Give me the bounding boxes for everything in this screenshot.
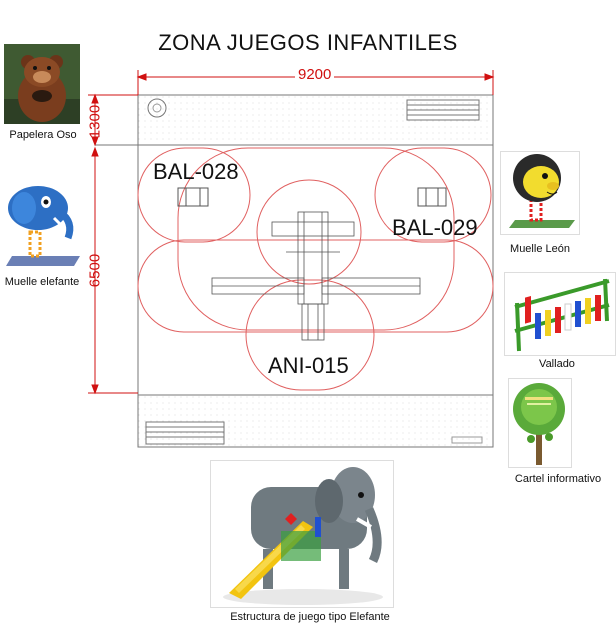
zone-center-outline xyxy=(177,147,455,331)
top-band-dimension-label: 1300 xyxy=(86,104,104,139)
sign-symbol xyxy=(451,436,483,444)
info-sign-icon xyxy=(508,378,572,468)
safety-zones xyxy=(137,147,494,391)
caption-papelera: Papelera Oso xyxy=(9,129,77,141)
zone-code-bal029: BAL-029 xyxy=(392,215,478,240)
caption-muelle-elefante: Muelle elefante xyxy=(4,276,80,288)
caption-vallado: Vallado xyxy=(539,358,575,370)
caption-muelle-leon: Muelle León xyxy=(510,243,570,255)
bench-symbol-bottom xyxy=(145,421,225,445)
spring-symbol-bal028 xyxy=(177,187,209,207)
zone-bal029-outline xyxy=(374,147,492,243)
zone-bal028-outline xyxy=(137,147,251,243)
width-dimension-label: 9200 xyxy=(295,66,335,83)
zone-code-ani015: ANI-015 xyxy=(268,353,349,378)
bench-symbol-top xyxy=(406,99,480,121)
main-area-dimension-label: 6500 xyxy=(86,253,104,288)
caption-estructura: Estructura de juego tipo Elefante xyxy=(230,611,390,623)
zone-code-bal028: BAL-028 xyxy=(153,159,239,184)
fence-icon xyxy=(504,272,616,356)
structure-symbol xyxy=(211,211,421,341)
zone-top-circle xyxy=(256,179,362,285)
zone-wide-outline xyxy=(137,239,494,333)
elephant-structure-icon xyxy=(210,460,394,608)
spring-symbol-bal029 xyxy=(417,187,447,207)
elephant-spring-icon xyxy=(2,182,82,268)
page-title: ZONA JUEGOS INFANTILES xyxy=(158,30,458,55)
zone-ani015-outline xyxy=(245,279,375,391)
lion-spring-icon xyxy=(500,151,580,235)
bear-bin-icon xyxy=(4,44,80,124)
caption-cartel: Cartel informativo xyxy=(514,473,602,485)
bottom-pavement-strip xyxy=(137,394,494,448)
bin-symbol xyxy=(147,98,167,118)
